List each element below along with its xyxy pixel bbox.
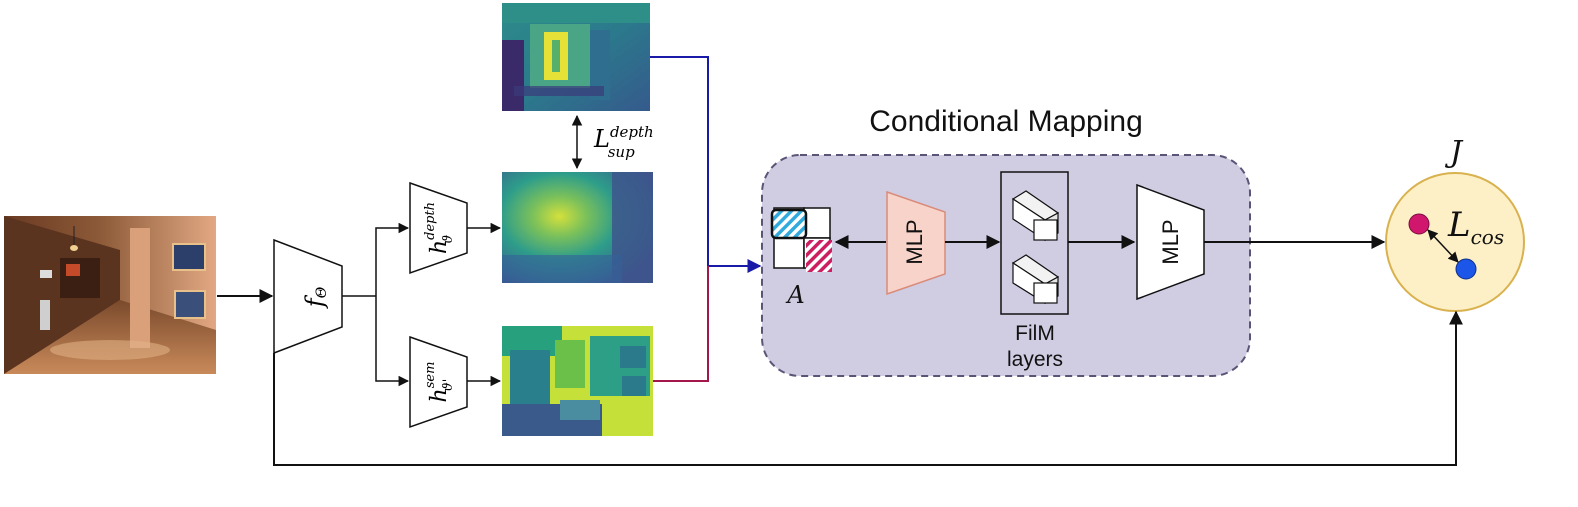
sem-head-superscript: sem	[423, 362, 438, 389]
loss-depth-subscript: sup	[608, 143, 635, 161]
encoder-subscript: Θ	[314, 286, 330, 298]
sem-head-subscript: ϑ'	[441, 379, 456, 392]
depth-head-superscript: depth	[423, 202, 438, 240]
depth-head-label: h	[427, 240, 452, 254]
film-label-line1: FilM	[1015, 322, 1055, 345]
depth-gt-image	[502, 3, 650, 111]
encoder-block	[273, 238, 343, 355]
edge-sem-to-adjacency	[653, 266, 709, 382]
loss-cos-subscript: cos	[1471, 225, 1505, 249]
objective-label: J	[1444, 135, 1464, 170]
mlp-right-label: MLP	[1158, 219, 1183, 264]
film-layer-cube-bottom	[1011, 254, 1060, 305]
mlp-right-block	[1136, 183, 1205, 301]
edge-to-depth-head	[375, 222, 410, 296]
mlp-left-label: MLP	[902, 219, 927, 264]
adjacency-matrix	[770, 207, 832, 272]
edge-encoder-to-objective	[273, 310, 1463, 466]
depth-head-block	[409, 181, 468, 275]
loss-cos-label: L	[1447, 205, 1471, 245]
depth-head-subscript: ϑ	[441, 235, 456, 244]
adjacency-patch-blue	[770, 208, 808, 240]
film-label-line2: layers	[1007, 348, 1063, 371]
loss-depth-label: L	[593, 125, 610, 153]
depth-pred-image	[502, 172, 653, 283]
conditional-mapping-panel	[761, 154, 1251, 377]
edge-depth-gt-to-adjacency	[650, 56, 762, 273]
edge-cos-similarity	[1427, 229, 1459, 263]
mlp-left-block	[886, 190, 946, 296]
sem-head-label: h	[427, 388, 452, 402]
loss-depth-superscript: depth	[610, 123, 654, 141]
sem-pred-image	[502, 326, 653, 436]
adjacency-patch-pink	[806, 240, 832, 272]
section-title: Conditional Mapping	[869, 105, 1143, 138]
sem-head-block	[409, 335, 468, 429]
adjacency-label: A	[785, 281, 804, 309]
embedding-dot-pink	[1408, 213, 1430, 235]
edge-to-sem-head	[375, 296, 410, 387]
film-layer-cube-top	[1011, 190, 1060, 242]
input-rgb-image	[4, 216, 216, 374]
embedding-dot-blue	[1455, 258, 1477, 280]
